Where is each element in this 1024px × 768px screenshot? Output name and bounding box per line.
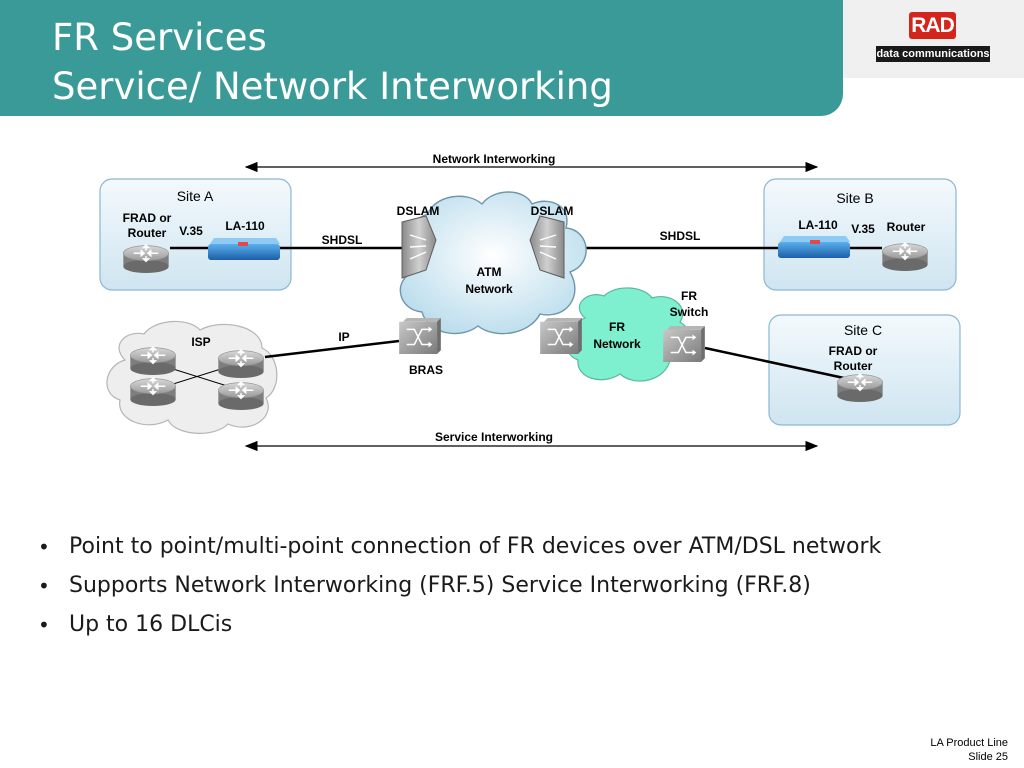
dslam-left-icon (401, 215, 437, 279)
site-a-title: Site A (177, 188, 214, 204)
site-a-v35-label: V.35 (179, 224, 203, 238)
router-icon (129, 377, 177, 407)
site-c-frad-label-2: Router (834, 359, 873, 373)
fr-switch-label-2: Switch (670, 305, 709, 319)
footer-slide-number: Slide 25 (968, 751, 1008, 763)
bullet-item: Supports Network Interworking (FRF.5) Se… (38, 571, 938, 601)
router-icon (129, 346, 177, 376)
bras-label: BRAS (409, 363, 443, 377)
switch-icon (540, 318, 582, 354)
site-a-frad-label-1: FRAD or (123, 211, 172, 225)
router-icon (122, 244, 170, 274)
isp-label: ISP (191, 335, 210, 349)
site-b-router-label: Router (887, 220, 926, 234)
slide-title-line1: FR Services (52, 16, 267, 59)
dslam-right-label: DSLAM (531, 204, 574, 218)
la110-device-icon (778, 236, 850, 258)
slide-title-line2: Service/ Network Interworking (52, 65, 613, 108)
bullet-item: Point to point/multi-point connection of… (38, 532, 938, 562)
service-interworking-label: Service Interworking (435, 430, 553, 444)
router-icon (217, 349, 265, 379)
fr-network-label-2: Network (593, 337, 641, 351)
router-icon (217, 381, 265, 411)
site-b-la110-label: LA-110 (798, 218, 838, 232)
dslam-right-icon (529, 215, 565, 279)
footer: LA Product Line Slide 25 (930, 736, 1008, 764)
fr-switch-label-1: FR (681, 289, 697, 303)
site-b-v35-label: V.35 (851, 222, 875, 236)
site-b-title: Site B (836, 190, 873, 206)
bras-switch-icon (399, 318, 441, 354)
site-c-frad-label-1: FRAD or (829, 344, 878, 358)
footer-product-line: LA Product Line (930, 737, 1008, 749)
fr-site-c-link (704, 346, 845, 380)
atm-network-label-2: Network (465, 282, 513, 296)
site-c-box (768, 314, 961, 426)
bullet-list: Point to point/multi-point connection of… (38, 532, 938, 649)
router-icon (836, 373, 884, 403)
site-c-title: Site C (844, 322, 882, 338)
ip-label: IP (338, 330, 349, 344)
rad-logo: RAD (909, 12, 956, 39)
network-interworking-label: Network Interworking (433, 152, 556, 166)
atm-network-label-1: ATM (476, 265, 501, 279)
logo-tagline: data communications (876, 46, 990, 62)
ip-link (264, 339, 400, 359)
fr-switch-icon (663, 326, 705, 362)
bullet-item: Up to 16 DLCis (38, 610, 938, 640)
shdsl-right-label: SHDSL (660, 229, 701, 243)
site-a-frad-label-2: Router (128, 226, 167, 240)
fr-network-label-1: FR (609, 320, 625, 334)
shdsl-left-label: SHDSL (322, 233, 363, 247)
dslam-left-label: DSLAM (397, 204, 440, 218)
site-a-la110-label: LA-110 (225, 219, 265, 233)
header-band (0, 0, 843, 116)
la110-device-icon (208, 238, 280, 260)
router-icon (881, 242, 929, 272)
